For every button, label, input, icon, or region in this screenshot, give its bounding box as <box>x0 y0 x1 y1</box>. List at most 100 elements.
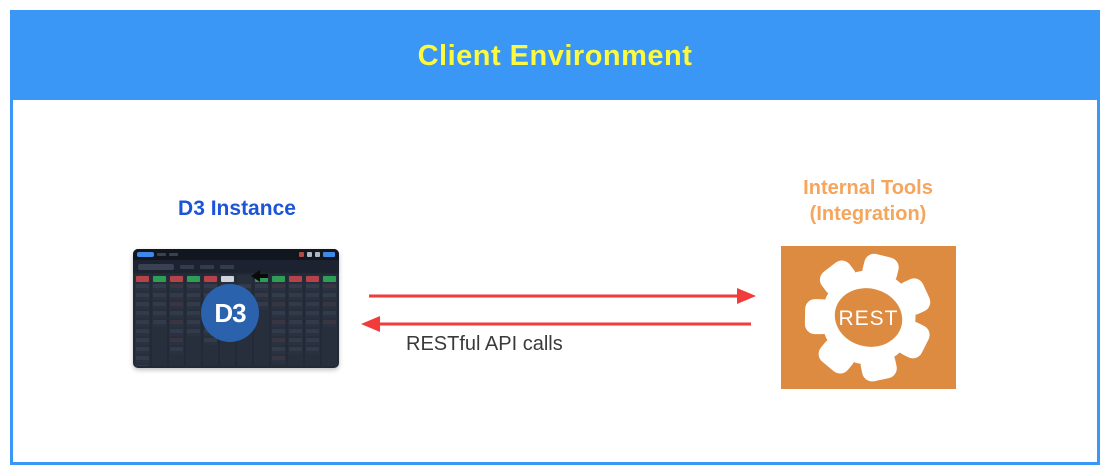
dashboard-card <box>153 311 166 318</box>
dashboard-card <box>323 302 336 309</box>
dashboard-toolbar <box>133 260 339 273</box>
dashboard-card <box>136 293 149 300</box>
dashboard-card <box>136 302 149 309</box>
rest-gear-icon: REST <box>781 246 956 389</box>
api-arrow-right <box>369 288 756 304</box>
dashboard-window-control-icon <box>307 252 312 257</box>
dashboard-card <box>306 311 319 318</box>
dashboard-card <box>170 347 183 354</box>
dashboard-card <box>255 293 268 300</box>
dashboard-column-badge <box>204 276 217 282</box>
d3-logo: D3 <box>201 284 259 342</box>
dashboard-card <box>170 338 183 345</box>
dashboard-column-badge <box>306 276 319 282</box>
dashboard-card <box>204 338 217 345</box>
dashboard-titlebar <box>133 249 339 260</box>
dashboard-column <box>254 275 269 366</box>
dashboard-card <box>187 329 200 336</box>
dashboard-card <box>306 320 319 327</box>
dashboard-card <box>272 338 285 345</box>
dashboard-card <box>289 293 302 300</box>
d3-dashboard-thumbnail: D3 <box>133 249 339 368</box>
dashboard-card <box>255 302 268 309</box>
dashboard-card <box>272 311 285 318</box>
dashboard-card <box>272 320 285 327</box>
dashboard-user-pill <box>323 252 335 257</box>
dashboard-column <box>169 275 184 366</box>
dashboard-column <box>288 275 303 366</box>
dashboard-filter-chip <box>200 264 214 269</box>
dashboard-card <box>187 320 200 327</box>
dashboard-column-badge <box>323 276 336 282</box>
dashboard-card <box>289 284 302 291</box>
dashboard-card <box>136 356 149 363</box>
dashboard-menu-dash <box>169 253 178 256</box>
dashboard-column <box>186 275 201 366</box>
dashboard-column <box>322 275 337 366</box>
dashboard-card <box>289 338 302 345</box>
dashboard-card <box>136 311 149 318</box>
dashboard-card <box>187 302 200 309</box>
dashboard-card <box>272 284 285 291</box>
dashboard-column-badge <box>255 276 268 282</box>
dashboard-card <box>136 284 149 291</box>
dashboard-card <box>289 329 302 336</box>
dashboard-card <box>187 284 200 291</box>
dashboard-card <box>323 311 336 318</box>
dashboard-card <box>289 302 302 309</box>
dashboard-card <box>170 320 183 327</box>
dashboard-card <box>272 347 285 354</box>
dashboard-card <box>289 320 302 327</box>
dashboard-column-badge <box>136 276 149 282</box>
dashboard-column-badge <box>289 276 302 282</box>
dashboard-card <box>136 365 149 366</box>
internal-tools-label-line1: Internal Tools <box>803 177 933 199</box>
dashboard-card <box>272 329 285 336</box>
dashboard-card <box>187 293 200 300</box>
dashboard-filter-chip <box>180 264 194 269</box>
dashboard-card <box>306 293 319 300</box>
dashboard-card <box>323 320 336 327</box>
dashboard-search-box <box>138 263 174 270</box>
dashboard-card <box>306 338 319 345</box>
dashboard-card <box>153 320 166 327</box>
dashboard-card <box>272 302 285 309</box>
d3-instance-label: D3 Instance <box>178 197 296 220</box>
page-title: Client Environment <box>417 40 693 72</box>
header-bar: Client Environment <box>13 13 1097 100</box>
dashboard-card <box>153 284 166 291</box>
dashboard-column-badge <box>238 276 251 282</box>
dashboard-card <box>323 284 336 291</box>
dashboard-card <box>153 302 166 309</box>
dashboard-column-badge <box>153 276 166 282</box>
dashboard-card <box>136 338 149 345</box>
dashboard-card <box>255 284 268 291</box>
dashboard-card <box>153 293 166 300</box>
dashboard-card <box>170 302 183 309</box>
dashboard-card <box>306 284 319 291</box>
client-environment-box: Client Environment D3 Instance <box>10 10 1100 465</box>
dashboard-card <box>136 329 149 336</box>
api-calls-label: RESTful API calls <box>406 333 563 355</box>
dashboard-column <box>271 275 286 366</box>
dashboard-card <box>306 302 319 309</box>
dashboard-card <box>136 320 149 327</box>
dashboard-filter-chip <box>220 264 234 269</box>
dashboard-column-badge <box>187 276 200 282</box>
dashboard-card <box>272 293 285 300</box>
internal-tools-label-line2: (Integration) <box>809 203 927 225</box>
dashboard-card <box>306 347 319 354</box>
dashboard-card <box>170 284 183 291</box>
dashboard-column-badge <box>221 276 234 282</box>
dashboard-card <box>170 293 183 300</box>
dashboard-card <box>289 311 302 318</box>
internal-tools-label: Internal Tools (Integration) <box>770 175 966 227</box>
dashboard-column <box>152 275 167 366</box>
api-arrow-left <box>361 316 751 332</box>
dashboard-card <box>170 311 183 318</box>
dashboard-column-badge <box>272 276 285 282</box>
dashboard-card <box>306 329 319 336</box>
dashboard-card <box>272 356 285 363</box>
dashboard-column-badge <box>170 276 183 282</box>
